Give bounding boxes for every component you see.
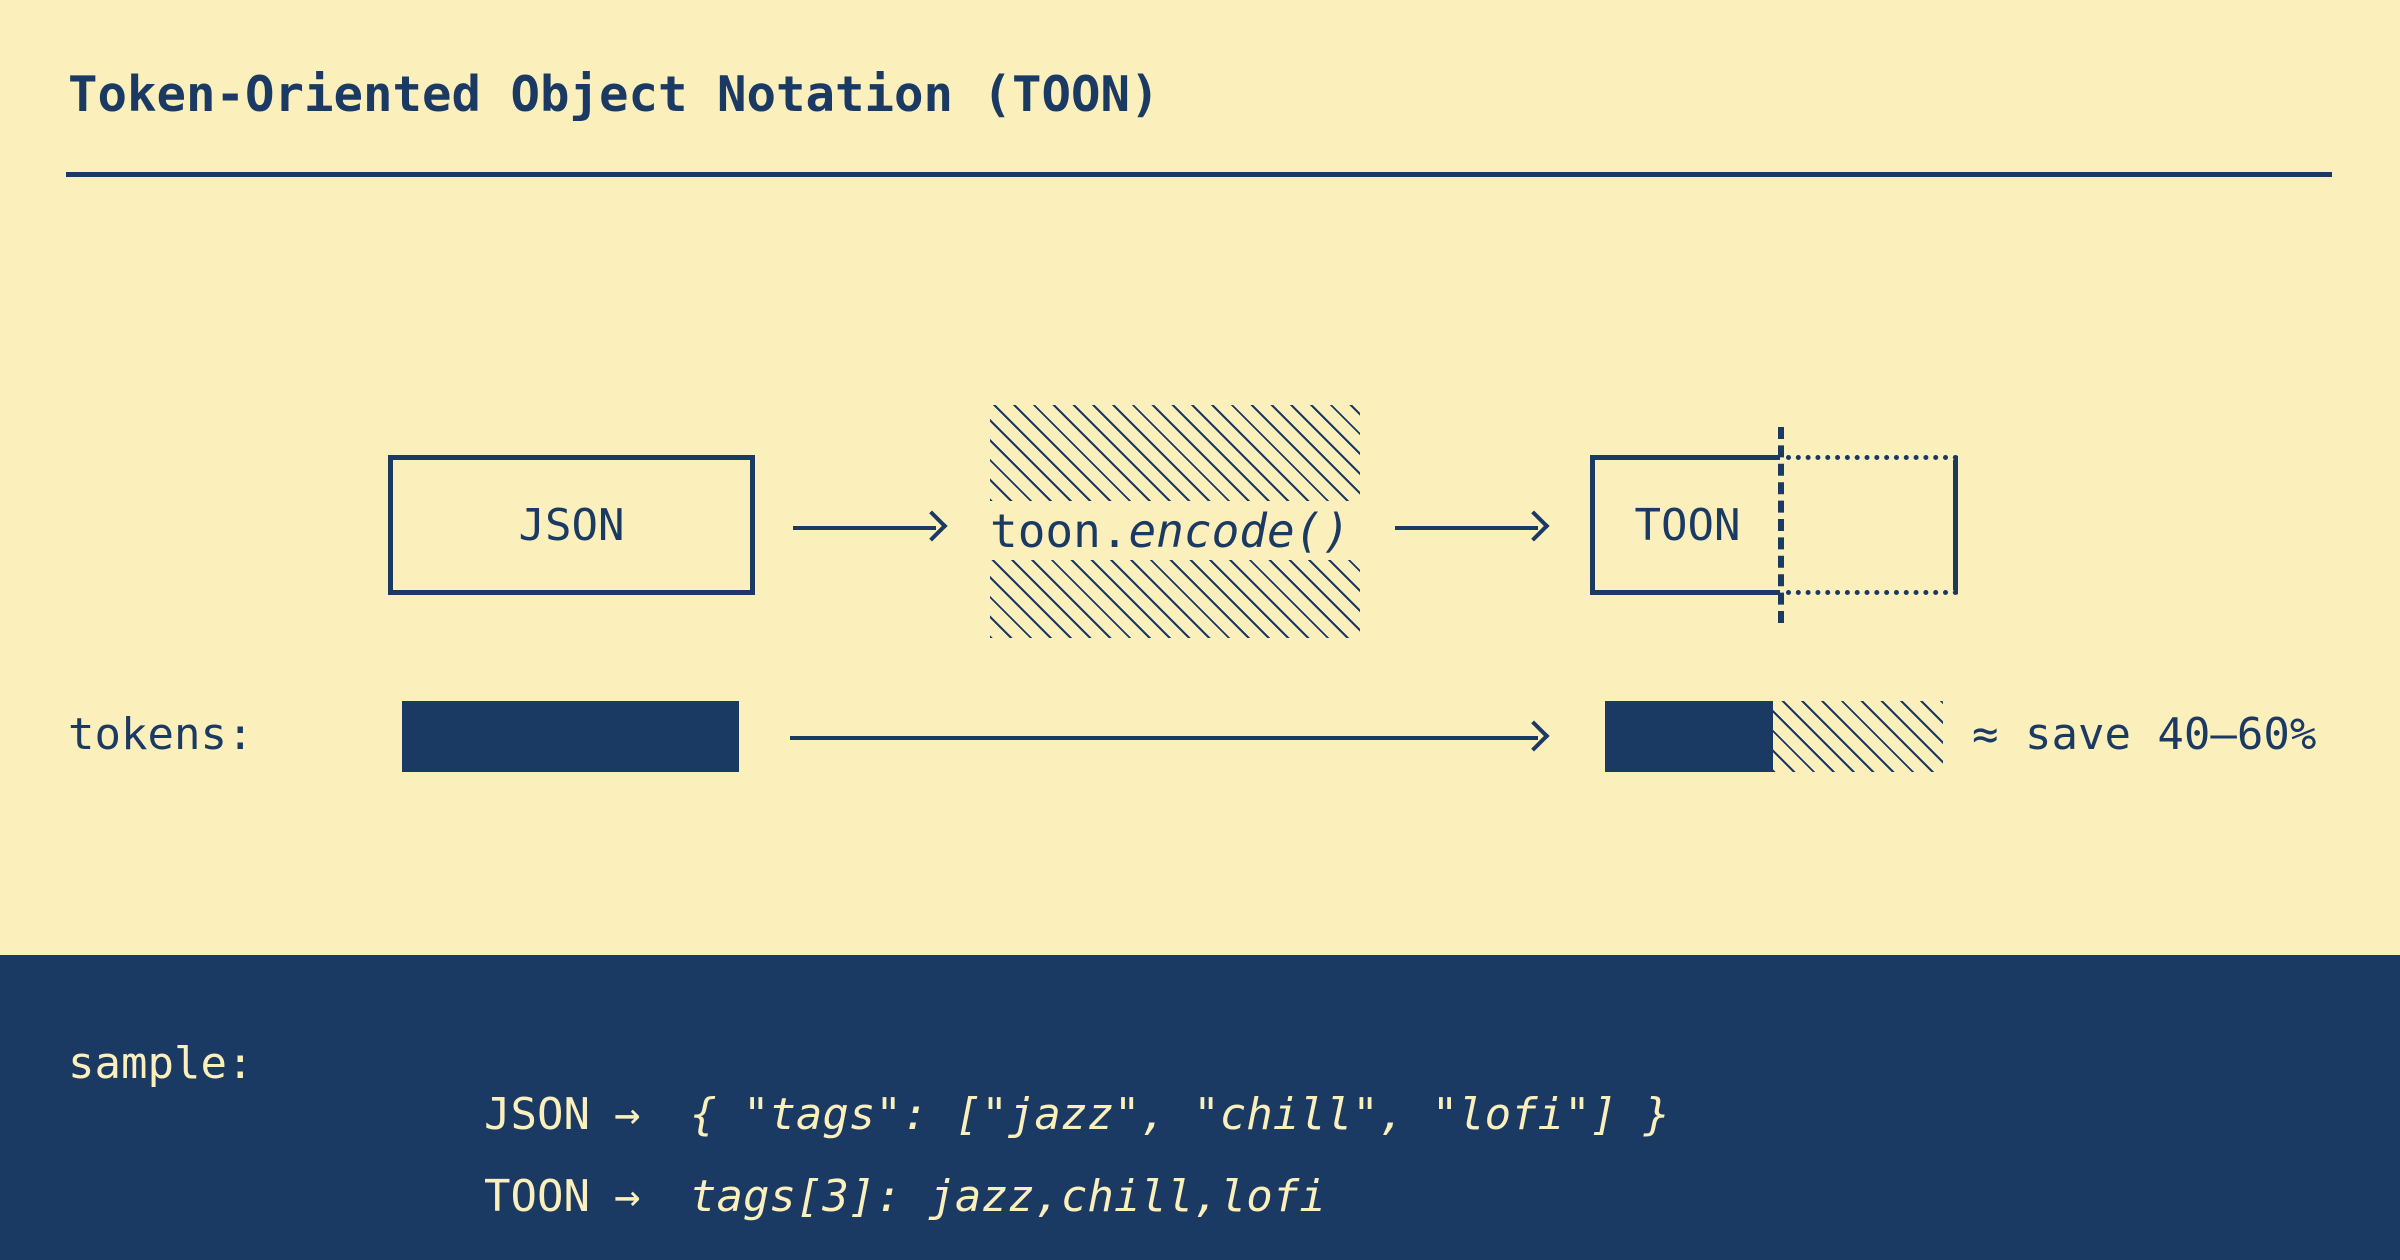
savings-note: ≈ save 40–60% xyxy=(1972,709,2317,760)
tokens-bar-toon-saved xyxy=(1773,701,1943,772)
tokens-bar-json xyxy=(402,701,739,772)
toon-box-filled-part: TOON xyxy=(1590,455,1780,595)
arrow-head xyxy=(1518,510,1550,542)
sample-row-toon: TOON → tags[3]: jazz,chill,lofi xyxy=(378,1120,1326,1260)
title-divider xyxy=(66,172,2332,177)
hatch-pattern-top xyxy=(990,405,1360,501)
sample-code-toon: tags[3]: jazz,chill,lofi xyxy=(689,1171,1326,1222)
sample-label: sample: xyxy=(68,1038,254,1089)
toon-box-saved-part xyxy=(1786,455,1958,595)
page-title: Token-Oriented Object Notation (TOON) xyxy=(68,66,1160,123)
encoder-label: toon.encode() xyxy=(990,501,1360,560)
json-box-label: JSON xyxy=(518,499,625,551)
arrow-shaft xyxy=(790,736,1538,740)
tokens-bar-toon-used xyxy=(1605,701,1773,772)
arrow-encoder-to-toon-icon xyxy=(1395,507,1560,547)
arrow-tokens-comparison-icon xyxy=(790,717,1560,757)
sample-code-json: { "tags": ["jazz", "chill", "lofi"] } xyxy=(689,1089,1671,1140)
arrow-head xyxy=(1518,720,1550,752)
sample-format-toon: TOON xyxy=(483,1171,590,1222)
arrow-shaft xyxy=(1395,526,1538,530)
sample-band xyxy=(0,955,2400,1260)
arrow-json-to-encoder-icon xyxy=(793,507,958,547)
toon-target-box: TOON xyxy=(1590,427,1958,623)
sample-arrow-toon-icon: → xyxy=(613,1171,641,1222)
toon-box-divider xyxy=(1778,427,1784,623)
json-source-box: JSON xyxy=(388,455,755,595)
arrow-shaft xyxy=(793,526,936,530)
encoder-label-italic: encode() xyxy=(1128,503,1351,558)
tokens-row-label: tokens: xyxy=(68,709,254,760)
toon-box-label: TOON xyxy=(1634,499,1741,551)
encoder-label-plain: toon. xyxy=(990,503,1129,558)
hatch-pattern-bottom xyxy=(990,560,1360,638)
arrow-head xyxy=(916,510,948,542)
sample-arrow-json-icon: → xyxy=(613,1089,641,1140)
sample-format-json: JSON xyxy=(483,1089,590,1140)
sample-row-json: JSON → { "tags": ["jazz", "chill", "lofi"]… xyxy=(378,1038,1670,1191)
